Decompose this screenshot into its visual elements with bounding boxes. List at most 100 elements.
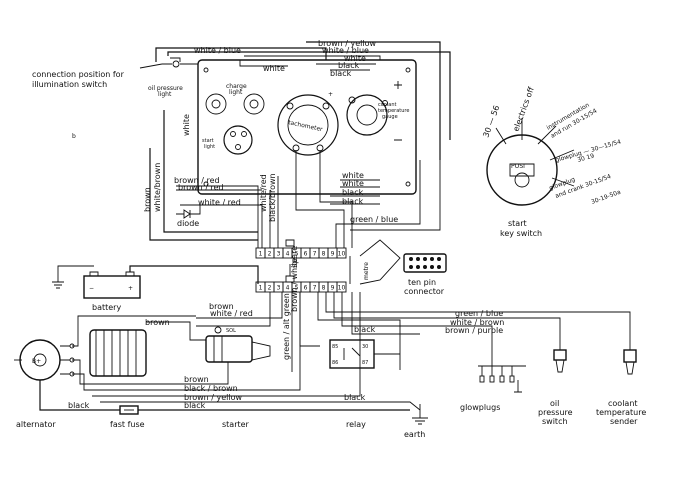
key-switch-electrics-off-label: electrics off xyxy=(511,85,536,132)
oil-switch-label-3: switch xyxy=(542,417,568,426)
wire-label-bottom-black-left: black xyxy=(68,401,90,410)
terminal-number: 7 xyxy=(313,285,317,292)
coolant-gauge-label-3: gauge xyxy=(382,114,398,120)
instrument-panel xyxy=(197,59,417,195)
diode-icon xyxy=(176,205,201,219)
wire-label-right-white-brown: white / brown xyxy=(450,318,504,327)
terminal-number: 1 xyxy=(259,251,263,258)
tachometer-plus-label: + xyxy=(328,91,333,98)
tachometer-label: tachometer xyxy=(288,119,324,133)
connector-pin xyxy=(423,257,427,261)
diode-label: diode xyxy=(177,219,199,228)
key-switch-crank-label-3: 30-19-50a xyxy=(590,189,622,206)
connector-label: connector xyxy=(404,287,445,296)
wire-label-inner-white-2: white xyxy=(342,179,364,188)
wire-label-starter-brown: brown xyxy=(145,318,170,327)
charge-light-label-2: light xyxy=(229,89,243,96)
connector-pin xyxy=(437,265,441,269)
wire-label-black: black xyxy=(338,61,360,70)
alternator-terminal-label: B+ xyxy=(32,358,41,365)
wire-label-relay-black-2: black xyxy=(344,393,366,402)
wire-label-green-alt-green: green / alt green xyxy=(282,293,291,360)
terminal-number: 5 xyxy=(295,285,299,292)
battery-icon xyxy=(52,265,259,299)
oil-pressure-light-label: oil pressure xyxy=(148,85,183,92)
fast-fuse-label: fast fuse xyxy=(110,420,145,429)
oil-switch-label-1: oil xyxy=(550,399,559,408)
terminal-number: 6 xyxy=(304,285,308,292)
terminal-number: 10 xyxy=(338,285,346,292)
wire-label-relay-black: black xyxy=(354,325,376,334)
battery-plus-label: + xyxy=(128,285,133,292)
connection-position-label: connection position for xyxy=(32,70,125,79)
battery-minus-label: − xyxy=(89,285,94,292)
key-switch-face-label: POSI xyxy=(511,163,525,170)
start-light-label-2: light xyxy=(204,144,215,150)
wire-label-white-blue: white / blue xyxy=(194,46,241,55)
terminal-number: 3 xyxy=(277,285,281,292)
start-key-switch-icon xyxy=(486,118,575,206)
relay-30-label: 30 xyxy=(362,344,368,350)
connector-pin xyxy=(430,257,434,261)
tachometer-icon xyxy=(277,94,339,156)
wire-label-brown-yellow: brown / yellow xyxy=(318,39,376,48)
wire-label-inner-black-1: black xyxy=(342,188,364,197)
wire-label-white-red: white / red xyxy=(198,198,241,207)
top-harness xyxy=(149,41,451,248)
key-switch-glowplug-30-19-label: 30 19 xyxy=(577,152,596,164)
key-switch-30-56-label: 30 — 56 xyxy=(481,104,501,139)
terminal-number: 5 xyxy=(295,251,299,258)
wire-label-inner-black-2: black xyxy=(342,197,364,206)
charge-light-label: charge xyxy=(226,83,247,90)
start-light-label: start xyxy=(202,138,214,144)
wire-label-starter-white-red: white / red xyxy=(210,309,253,318)
oil-pressure-light-label-2: light xyxy=(158,91,172,98)
wire-label-white-blue-2: white / blue xyxy=(322,46,369,55)
connector-pin xyxy=(409,265,413,269)
coolant-sender-label-2: temperature xyxy=(596,408,646,417)
relay-85-label: 85 xyxy=(332,344,338,350)
starter-icon xyxy=(89,326,271,377)
wire-label-bottom-black: black xyxy=(184,401,206,410)
coolant-sender-label-1: coolant xyxy=(608,399,638,408)
starter-label: starter xyxy=(222,420,250,429)
connector-pin xyxy=(423,265,427,269)
start-light-icon xyxy=(223,125,253,155)
earth-label: earth xyxy=(404,430,425,439)
fast-fuse-icon xyxy=(119,405,139,415)
strip-connector-wires xyxy=(285,239,401,285)
terminal-number: 1 xyxy=(259,285,263,292)
terminal-number: 2 xyxy=(268,285,272,292)
glowplugs-icon xyxy=(478,365,526,393)
wire-label-brown-red-1: brown / red xyxy=(174,176,220,185)
terminal-number: 7 xyxy=(313,251,317,258)
wire-label-left-white: white xyxy=(182,114,191,136)
starter-solenoid-label: SOL xyxy=(226,328,236,334)
wire-label-green-blue-mid: green / blue xyxy=(350,215,398,224)
wire-label-black-2: black xyxy=(330,69,352,78)
wire-label-bottom-brown-yellow: brown / yellow xyxy=(184,393,242,402)
wire-label-vertical-white-red: white/red xyxy=(259,174,268,212)
terminal-number: 8 xyxy=(322,251,326,258)
relay-86-label: 86 xyxy=(332,360,338,366)
start-key-label: start xyxy=(508,219,527,228)
coolant-gauge-icon xyxy=(346,94,388,136)
ten-pin-connector-icon xyxy=(403,253,447,273)
wire-label-right-green-blue: green / blue xyxy=(455,309,503,318)
oil-pressure-switch-icon xyxy=(553,349,567,373)
connector-pin xyxy=(409,257,413,261)
terminal-number: 2 xyxy=(268,251,272,258)
coolant-gauge-label: coolant xyxy=(378,102,396,108)
glowplugs-label: glowplugs xyxy=(460,403,500,412)
relay-label: relay xyxy=(346,420,366,429)
ten-pin-label: ten pin xyxy=(408,278,436,287)
alternator-icon xyxy=(14,339,75,381)
wire-label-left-brown: brown xyxy=(143,187,152,212)
wire-label-spare: spare xyxy=(290,246,299,268)
connector-pin xyxy=(430,265,434,269)
terminal-number: 10 xyxy=(338,251,346,258)
wire-label-starter-brown-2: brown xyxy=(209,302,234,311)
wire-label-brown-red-2: brown / red xyxy=(178,183,224,192)
